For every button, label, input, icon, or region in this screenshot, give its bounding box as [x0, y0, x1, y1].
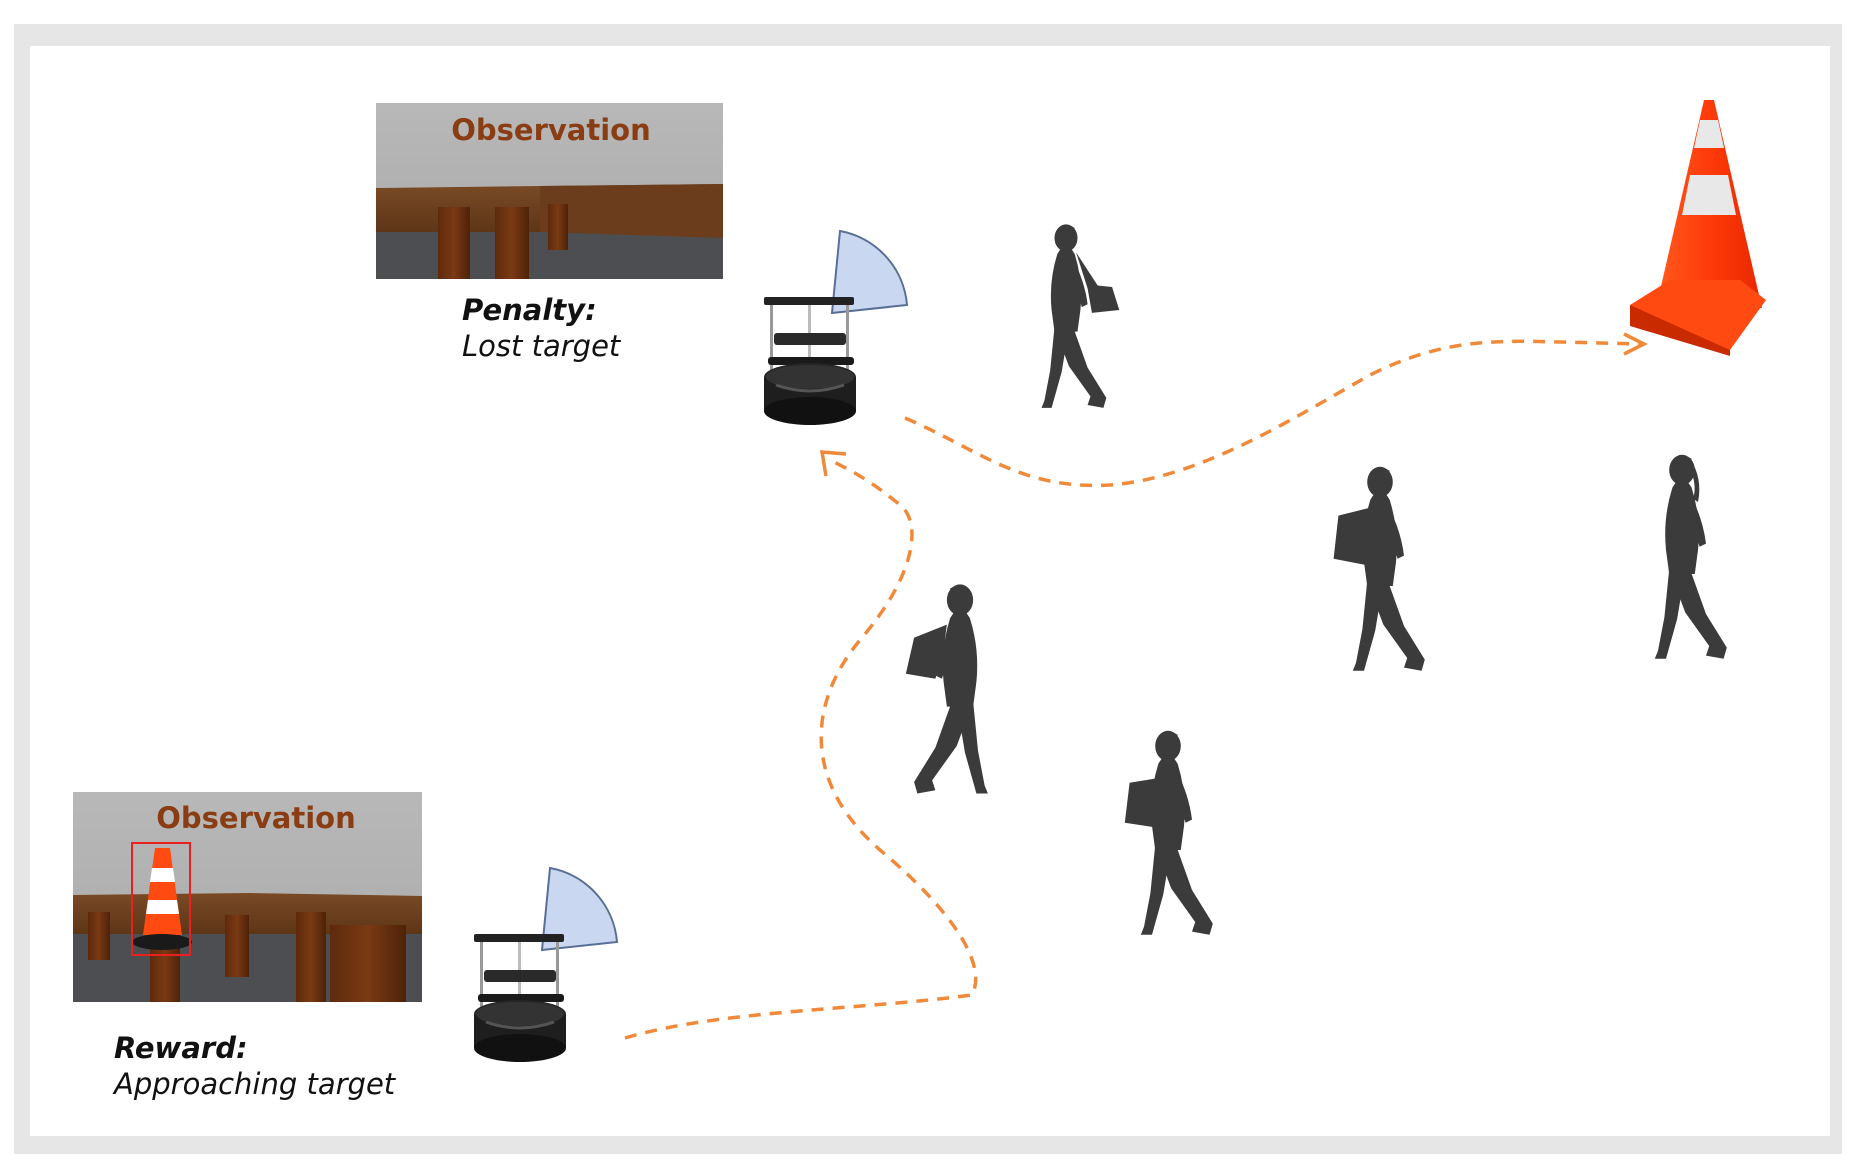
robot-icon — [472, 866, 619, 1064]
observation-title-bottom: Observation — [156, 801, 356, 835]
arrow-head-robot — [819, 450, 847, 477]
detection-box — [131, 842, 191, 956]
penalty-text: Lost target — [462, 329, 621, 363]
observation-panel-bottom: Observation — [73, 792, 422, 1002]
reward-heading: Reward: — [114, 1031, 248, 1065]
person-silhouette-icon — [905, 584, 988, 794]
person-silhouette-icon — [1124, 730, 1213, 935]
robot-icon — [762, 229, 909, 427]
reward-text: Approaching target — [114, 1067, 396, 1101]
arrow-head-goal — [1623, 332, 1648, 356]
path-from-start — [624, 458, 978, 1040]
penalty-heading: Penalty: — [462, 293, 597, 327]
person-silhouette-icon — [1654, 454, 1727, 659]
traffic-cone-icon — [132, 848, 192, 950]
person-silhouette-icon — [1333, 466, 1425, 671]
penalty-caption: Penalty: Lost target — [462, 292, 620, 364]
person-silhouette-icon — [1041, 224, 1120, 408]
observation-panel-top: Observation — [376, 103, 723, 279]
path-to-goal — [904, 339, 1641, 488]
reward-caption: Reward: Approaching target — [114, 1030, 395, 1102]
traffic-cone-icon — [1630, 100, 1766, 356]
observation-title-top: Observation — [451, 113, 651, 147]
